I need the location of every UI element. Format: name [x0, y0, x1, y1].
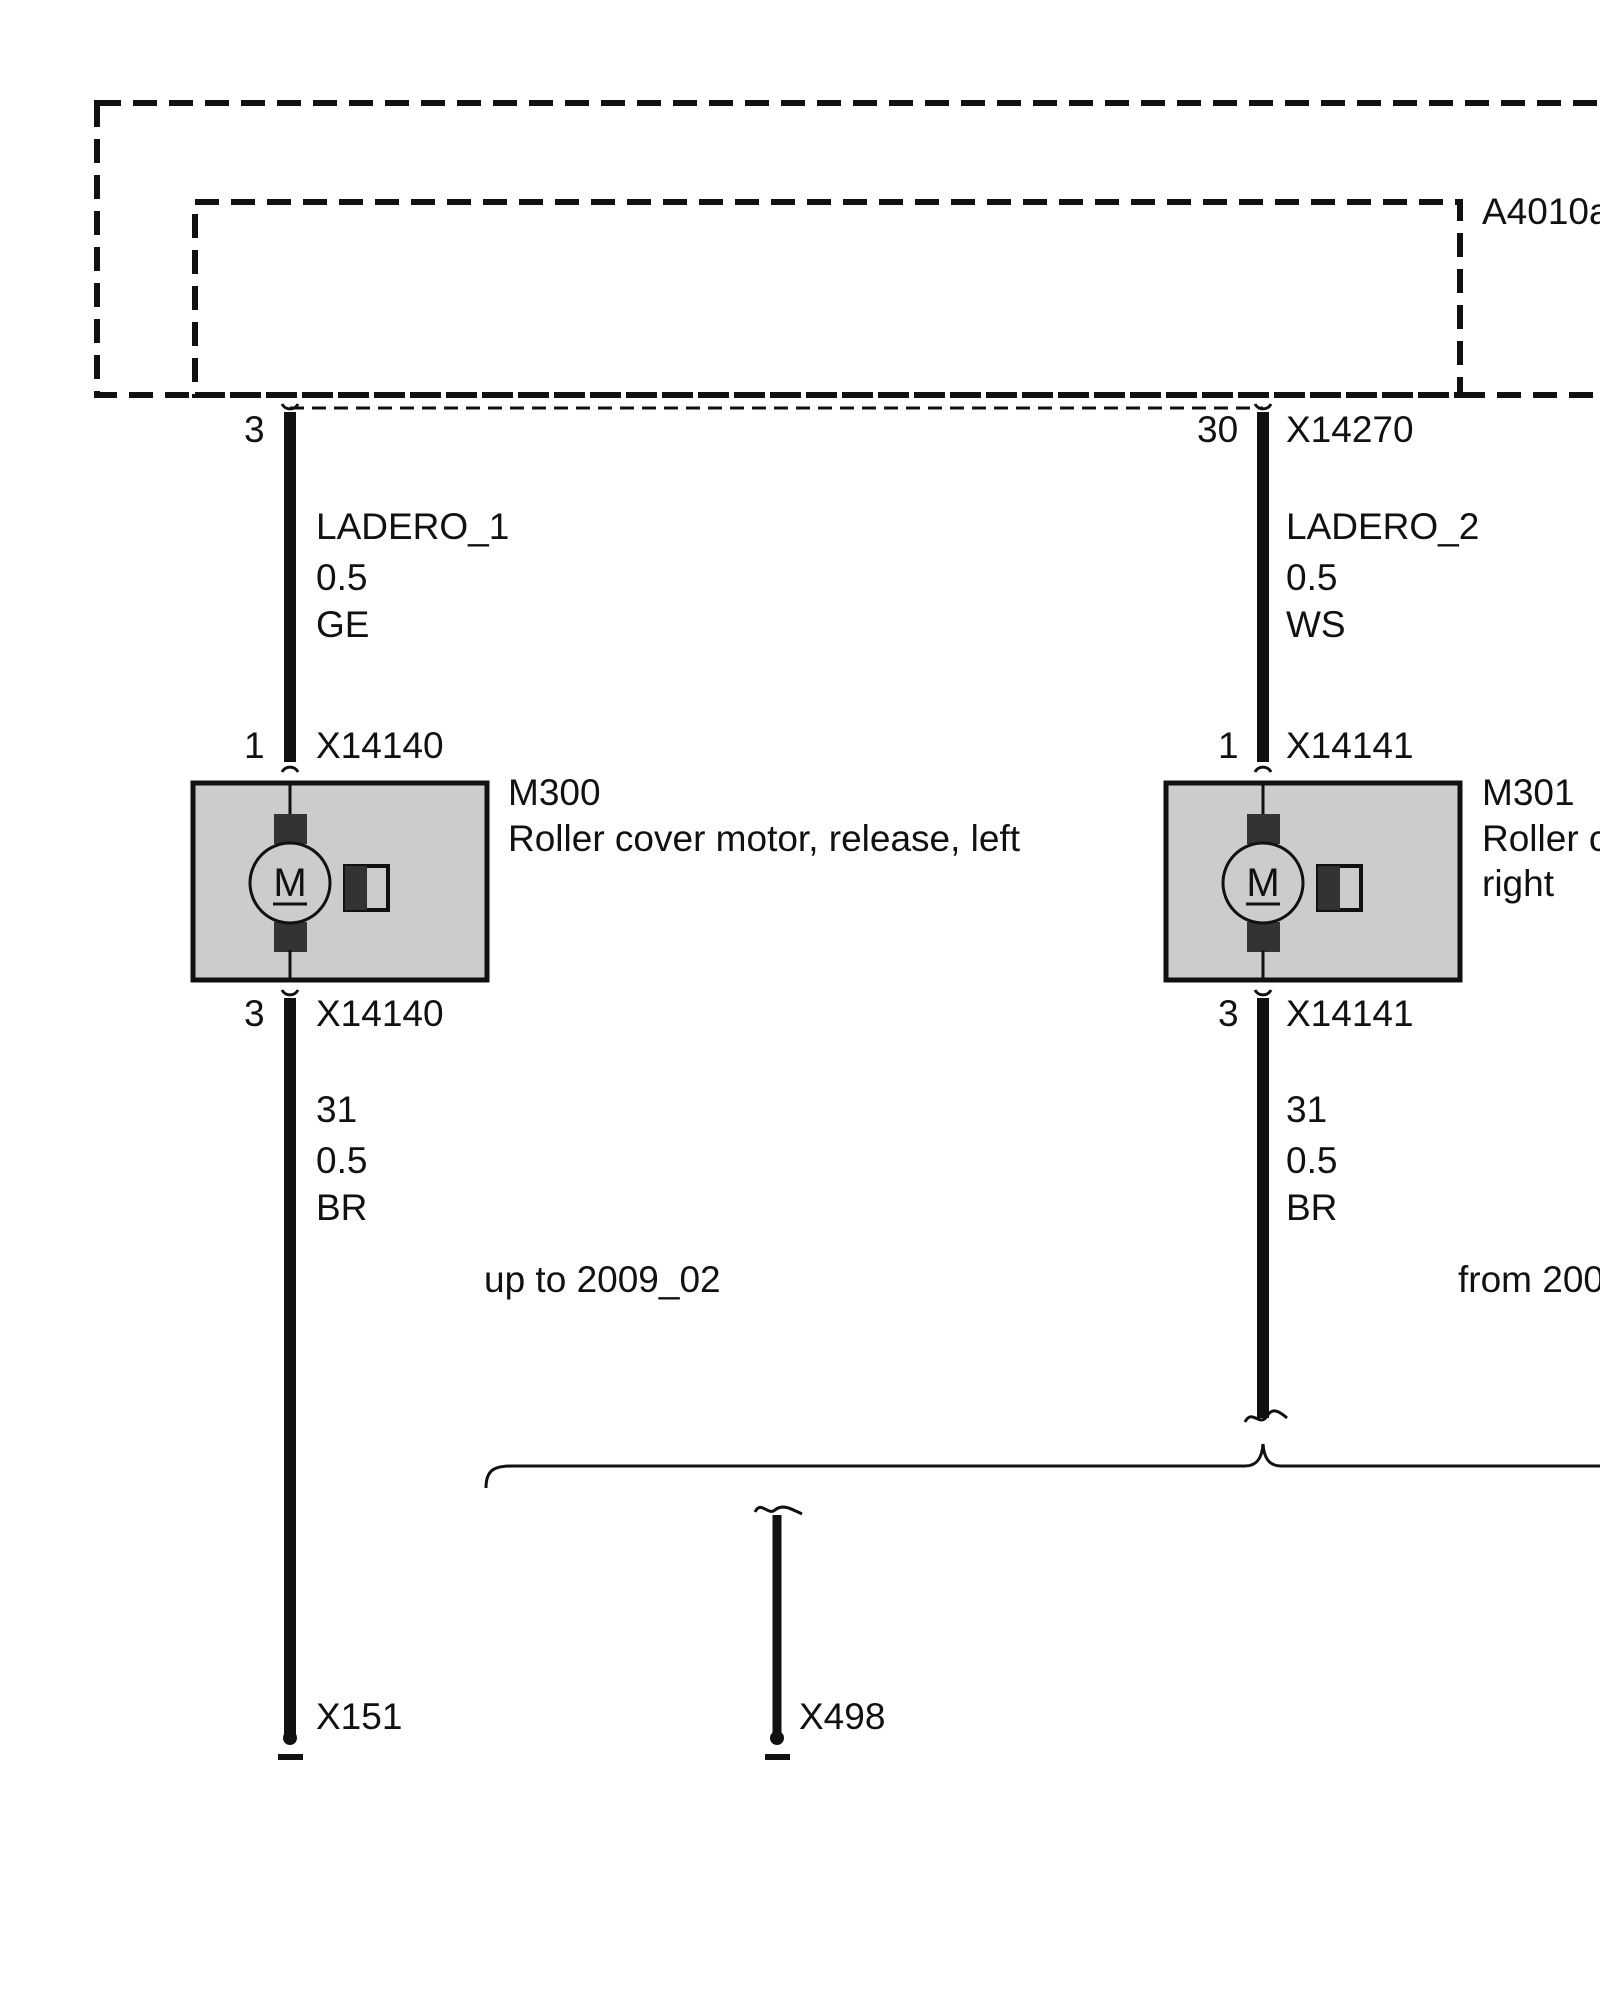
wire-signal-label: LADERO_2: [1286, 506, 1479, 547]
wire-ladero-1: 3 LADERO_1 0.5 GE 1 X14140: [244, 403, 509, 773]
splice-icon: [1243, 1409, 1288, 1423]
ground-icon: [765, 1731, 790, 1760]
control-module: A4010a: [94, 100, 1600, 410]
pin-socket-icon: [1253, 765, 1273, 773]
ground-icon: [278, 1731, 303, 1760]
component-description: Roller c: [1482, 818, 1600, 859]
component-box: [1163, 780, 1463, 983]
connector-label: X14141: [1286, 993, 1414, 1034]
motor-icon: M: [248, 841, 332, 925]
variant-label-left: up to 2009_02: [484, 1259, 721, 1300]
brace-icon: [484, 1443, 1600, 1489]
wire-signal-label: LADERO_1: [316, 506, 509, 547]
pin-socket-icon: [280, 403, 300, 411]
svg-text:M: M: [273, 861, 306, 905]
wire-color-label: BR: [316, 1187, 367, 1228]
wire-signal-label: 31: [316, 1089, 357, 1130]
brush-bottom: [274, 922, 307, 952]
splice-icon: [753, 1505, 803, 1516]
gear-icon: [1316, 864, 1363, 912]
module-inner-box: [192, 199, 1463, 398]
wire-gauge-label: 0.5: [316, 1140, 367, 1181]
connector-label: X14140: [316, 993, 444, 1034]
module-outer-box: [94, 100, 1600, 398]
pin-number: 3: [1218, 993, 1239, 1034]
brush-top: [274, 814, 307, 844]
component-box: [190, 780, 490, 983]
component-description: Roller cover motor, release, left: [508, 818, 1021, 859]
svg-text:M: M: [1246, 861, 1279, 905]
gear-icon: [343, 864, 390, 912]
wire-ground-alt: X498: [753, 1505, 885, 1760]
ground-label: X151: [316, 1696, 402, 1737]
wire-ground-left: 3 X14140 31 0.5 BR X151: [244, 989, 444, 1760]
ground-label: X498: [799, 1696, 885, 1737]
wire-color-label: WS: [1286, 604, 1346, 645]
pin-socket-icon: [1253, 403, 1273, 411]
variant-label-right: from 200: [1458, 1259, 1600, 1300]
component-description: right: [1482, 863, 1555, 904]
pin-socket-icon: [1253, 989, 1273, 997]
brush-top: [1247, 814, 1280, 844]
motor-icon: M: [1221, 841, 1305, 925]
pin-number: 1: [244, 725, 265, 766]
connector-label: X14141: [1286, 725, 1414, 766]
component-id: M300: [508, 772, 601, 813]
variant-brace: up to 2009_02 from 200: [484, 1259, 1600, 1489]
pin-number: 30: [1197, 409, 1238, 450]
wire-gauge-label: 0.5: [1286, 557, 1337, 598]
component-m300: M M300 Roller cover motor, release, left: [190, 772, 1021, 983]
wire-color-label: BR: [1286, 1187, 1337, 1228]
wire-gauge-label: 0.5: [316, 557, 367, 598]
wire-ladero-2: 30 X14270 LADERO_2 0.5 WS 1 X14141: [1197, 403, 1479, 773]
wire-signal-label: 31: [1286, 1089, 1327, 1130]
connector-label: X14140: [316, 725, 444, 766]
pin-number: 1: [1218, 725, 1239, 766]
pin-socket-icon: [280, 989, 300, 997]
wire-ground-right: 3 X14141 31 0.5 BR: [1218, 989, 1414, 1423]
module-label: A4010a: [1482, 191, 1600, 232]
component-id: M301: [1482, 772, 1575, 813]
pin-socket-icon: [280, 765, 300, 773]
wire-gauge-label: 0.5: [1286, 1140, 1337, 1181]
pin-number: 3: [244, 409, 265, 450]
brush-bottom: [1247, 922, 1280, 952]
wire-color-label: GE: [316, 604, 369, 645]
pin-number: 3: [244, 993, 265, 1034]
connector-label: X14270: [1286, 409, 1414, 450]
component-m301: M M301 Roller c right: [1163, 772, 1600, 983]
